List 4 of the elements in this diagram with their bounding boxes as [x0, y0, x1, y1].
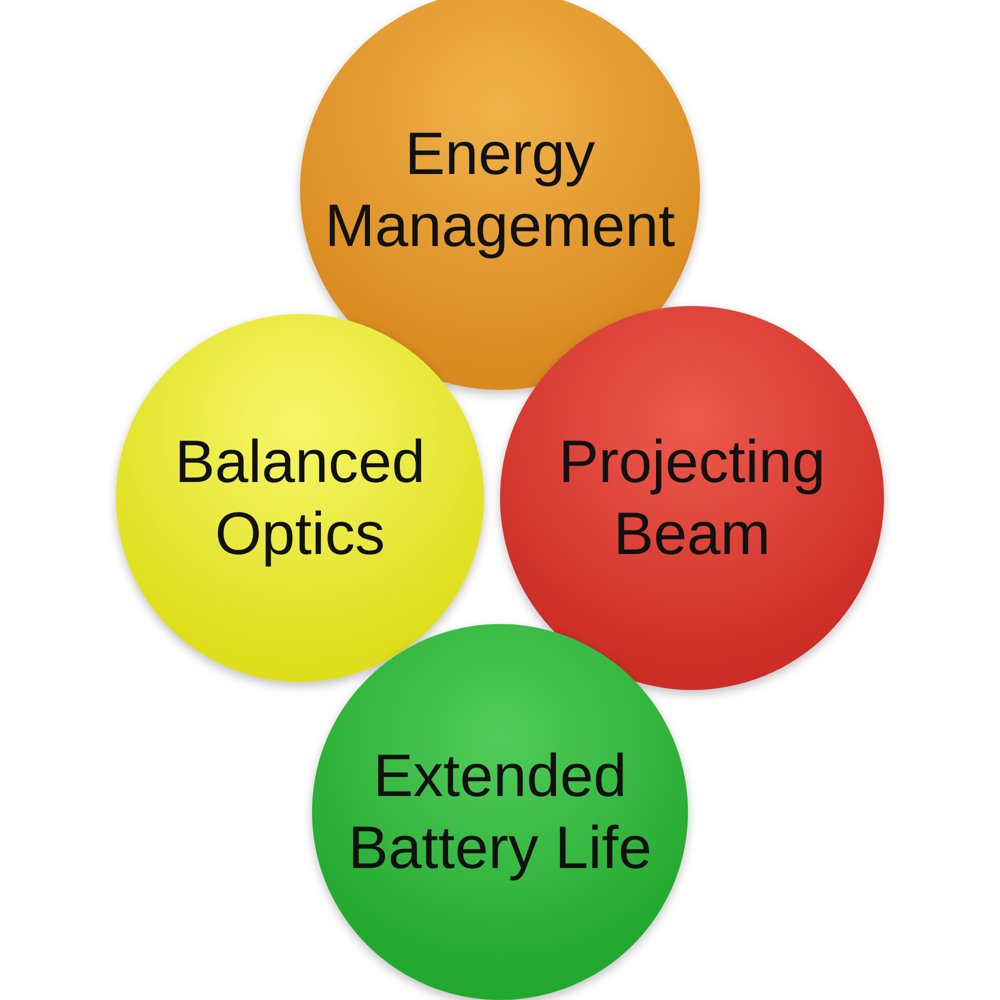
node-label: Balanced Optics	[174, 427, 426, 569]
node-label: Extended Battery Life	[347, 741, 653, 883]
node-label: Projecting Beam	[558, 427, 826, 569]
node-label: Energy Management	[324, 119, 676, 261]
